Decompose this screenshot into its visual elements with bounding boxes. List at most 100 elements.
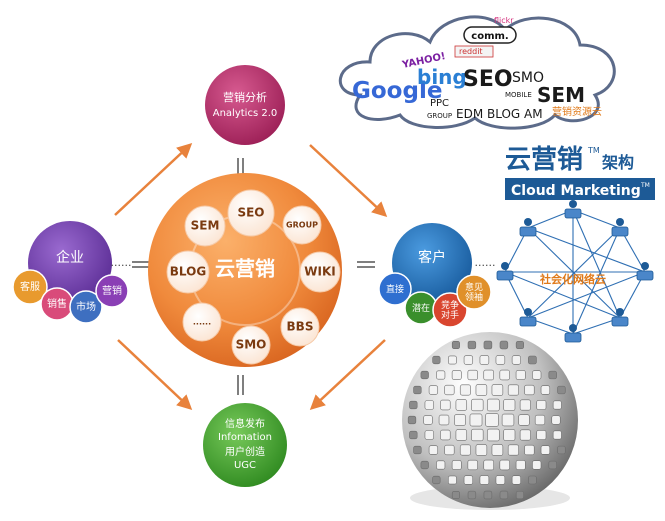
brand-banner-text: Cloud Marketing [511,183,641,199]
satellite-label: SEM [191,219,220,233]
brand-tm: TM [587,146,600,155]
bing-logo-text: bing [417,65,467,89]
satellite-bubble [231,325,271,365]
cloud-seo: SEO [463,67,513,92]
cloud-mobile: MOBILE [505,91,532,99]
enterprise-child-3: 市场 [69,290,103,324]
enterprise-child-2: 销售 [40,287,74,321]
person-icon [611,218,629,237]
satellite-label: BLOG [170,265,206,279]
enterprise-dots: ...... [111,256,132,269]
satellite-bubble [184,205,226,247]
arrow-center-right [357,261,375,268]
analytics-node-label-cn: 营销分析 [223,90,267,104]
arrow-center-left [132,261,150,268]
satellite-6: ...... [182,302,222,342]
network-label: 社会化网络云 [539,272,606,286]
enterprise-children: 客服销售市场营销 [12,269,129,324]
cloud-shape [338,15,616,130]
satellite-bubble [299,251,341,293]
google-logo-text: Google [352,78,442,104]
brand-banner-tm: TM [640,182,650,189]
information-node-line4: UGC [234,460,256,471]
brand-title: 云营销 [505,145,583,175]
satellite-2: GROUP [282,205,322,245]
cloud-group: GROUP [427,112,452,120]
cloud-smo: SMO [512,70,544,86]
cloud-reddit: reddit [459,47,483,56]
arrow-top-left [114,142,193,216]
customer-node-title: 客户 [418,249,446,266]
customer-children: 直接潜在竞争对手意见领袖 [378,272,492,328]
satellite-bubble [166,250,210,294]
satellite-bubble [227,189,275,237]
enterprise-node-title: 企业 [56,249,84,266]
analytics-node-label-en: Analytics 2.0 [213,108,278,119]
arrow-top-right [309,144,388,218]
information-node-line1: 信息发布 [225,417,265,430]
arrow-bottom-left [117,339,193,411]
satellite-1: SEO [227,189,275,237]
enterprise-child-label: 销售 [47,297,67,310]
customer-child-label: 意见领袖 [465,281,483,303]
customer-dots: ...... [475,256,496,269]
cloud-ppc: PPC [430,98,449,109]
person-icon [564,200,582,219]
connector-arrows [114,142,388,411]
satellite-label: WIKI [304,265,335,279]
center-title: 云营销 [215,257,275,281]
satellite-bubble [280,307,320,347]
social-network-graphic: 社会化网络云 [496,200,654,343]
person-icon [519,218,537,237]
customer-child-label: 潜在 [412,302,430,314]
center-satellites: SEO GROUP WIKI BBS SMO...... BLOG SEM [166,189,341,365]
satellite-label: SEO [237,206,264,220]
enterprise-node [28,221,112,305]
marketing-resource-cloud: Google bing YAHOO! SEO SMO MOBILE SEM PP… [338,15,616,130]
satellite-label: ...... [193,318,211,327]
information-node-line3: 用户创造 [225,445,265,458]
customer-child-3: 竞争对手 [432,292,468,328]
enterprise-child-1: 客服 [12,269,48,305]
satellite-bubble [182,302,222,342]
person-icon [496,262,514,281]
satellite-bubble [282,205,322,245]
person-icon [611,308,629,327]
satellite-7: BLOG [166,250,210,294]
cloud-sem: SEM [537,83,585,107]
bidirectional-arrows [132,158,375,395]
cloud-comm: comm. [471,31,508,42]
information-node-line2: Infomation [218,432,272,443]
satellite-4: BBS [280,307,320,347]
customer-child-label: 直接 [386,283,404,295]
enterprise-child-4: 营销 [95,274,129,308]
satellite-label: GROUP [286,221,318,230]
satellite-label: BBS [287,320,314,334]
satellite-3: WIKI [299,251,341,293]
cloud-edm-blog-am: EDM BLOG AM [456,107,543,121]
analytics-node [205,65,285,145]
enterprise-child-label: 市场 [76,300,96,313]
brand-suffix: 架构 [601,153,634,172]
satellite-label: SMO [236,338,267,352]
customer-child-1: 直接 [378,272,412,306]
customer-child-label: 竞争对手 [441,299,459,321]
keyboard-globe-image [402,332,578,510]
satellite-8: SEM [184,205,226,247]
arrow-center-bottom [237,375,244,395]
customer-node [392,223,472,303]
information-node [203,403,287,487]
customer-child-2: 潜在 [404,291,438,325]
brand-block: 云营销 TM 架构 Cloud Marketing TM [505,145,655,200]
comm-badge [463,26,517,44]
cloud-flickr: flickr [494,16,514,25]
person-icon [564,324,582,343]
customer-child-4: 意见领袖 [456,274,492,310]
person-icon [519,308,537,327]
person-icon [636,262,654,281]
satellite-5: SMO [231,325,271,365]
enterprise-child-label: 营销 [102,284,122,297]
brand-banner [505,178,655,200]
cloud-resource-label: 营销资源云 [552,105,602,118]
